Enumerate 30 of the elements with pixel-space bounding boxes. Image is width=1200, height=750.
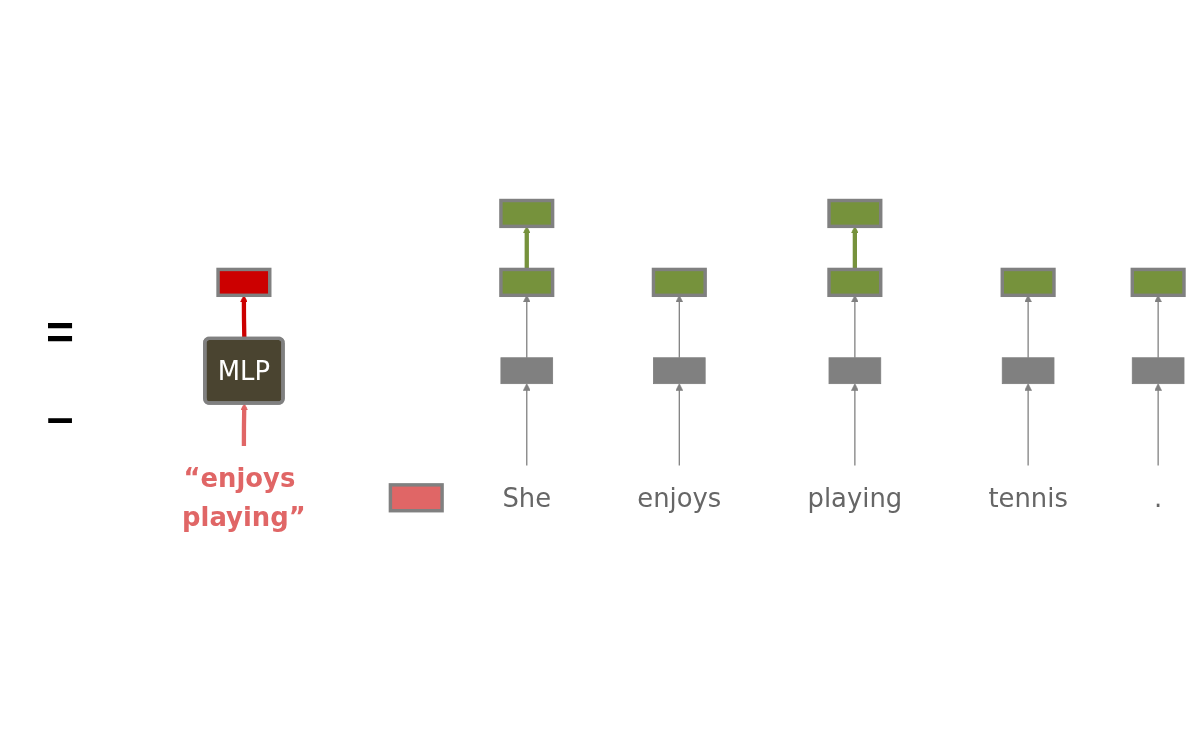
arrow xyxy=(523,383,531,467)
arrow xyxy=(851,226,859,270)
node-text: She xyxy=(502,482,552,513)
arrow xyxy=(851,383,859,467)
node-bar xyxy=(827,198,883,229)
node-dots xyxy=(1001,357,1055,385)
equals-sign: = xyxy=(46,305,74,360)
node-dots xyxy=(653,357,706,385)
node-text: playing xyxy=(807,482,903,513)
node-bar xyxy=(1000,267,1056,297)
node-text: enjoys xyxy=(637,482,722,513)
node-bar xyxy=(499,198,555,229)
node-bar xyxy=(388,483,444,513)
arrow xyxy=(523,226,531,270)
node-bar xyxy=(499,267,555,297)
node-dots xyxy=(1131,357,1185,385)
node-text: . xyxy=(1154,482,1163,513)
node-dots xyxy=(500,357,554,385)
arrow xyxy=(675,383,684,467)
node-text: “enjoys playing” xyxy=(182,463,306,533)
arrow xyxy=(1024,383,1032,467)
node-dots xyxy=(828,357,882,385)
arrow xyxy=(240,403,248,447)
node-bar xyxy=(1130,267,1186,297)
node-bar xyxy=(651,267,707,297)
node-text: tennis xyxy=(988,482,1068,513)
minus-sign: – xyxy=(46,390,74,445)
arrow xyxy=(1154,383,1162,467)
node-bar xyxy=(216,267,272,297)
node-bar xyxy=(827,267,883,297)
